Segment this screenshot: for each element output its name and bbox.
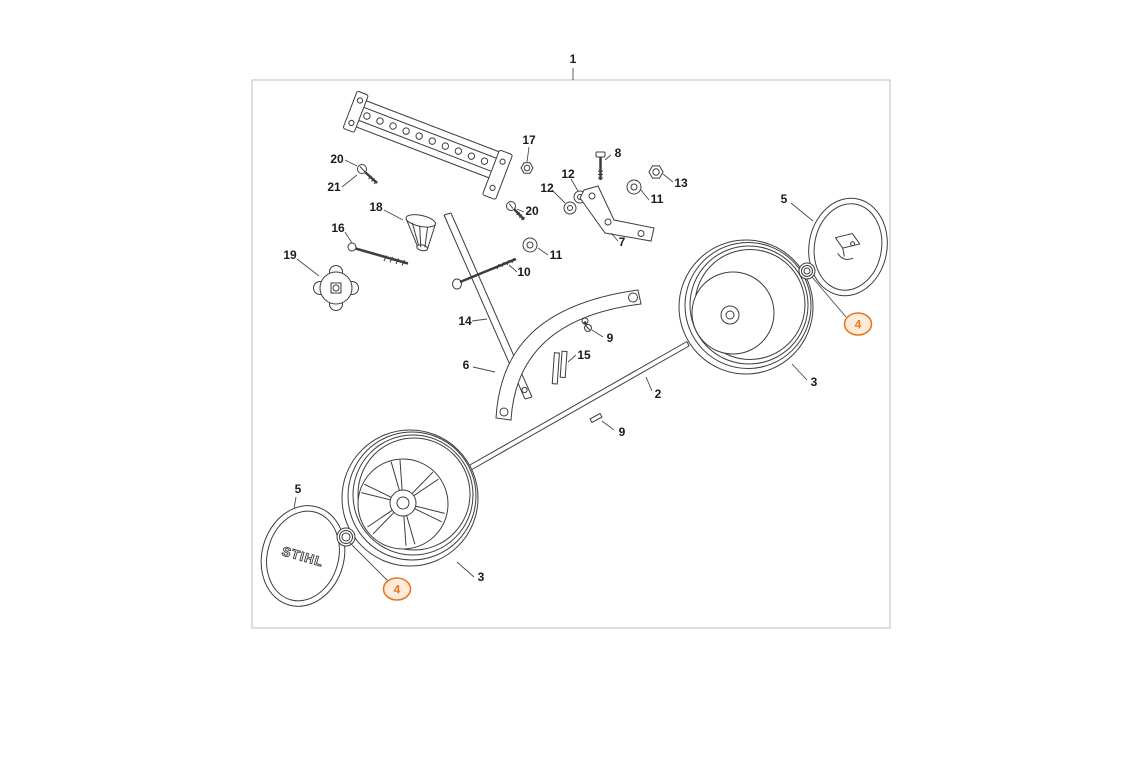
wheel-3-bottom: [341, 429, 479, 567]
callout-20-left[interactable]: 20: [330, 152, 344, 166]
screw-20-right: [506, 201, 525, 221]
callout-4-left-highlighted[interactable]: 4: [382, 577, 412, 601]
callout-18[interactable]: 18: [369, 200, 383, 214]
callout-9-lower[interactable]: 9: [619, 425, 626, 439]
knob-19: [313, 265, 359, 311]
callout-11-right[interactable]: 11: [651, 192, 664, 206]
bracket-7: [579, 185, 655, 242]
cone-18: [405, 214, 436, 252]
callout-7[interactable]: 7: [619, 235, 626, 249]
callout-10[interactable]: 10: [517, 265, 531, 279]
callout-4-left-label[interactable]: 4: [394, 583, 401, 597]
washer-11-right: [626, 179, 642, 195]
pin-9-lower: [589, 412, 603, 424]
callout-16[interactable]: 16: [331, 221, 345, 235]
callout-6[interactable]: 6: [463, 358, 470, 372]
callout-3-bottom[interactable]: 3: [478, 570, 485, 584]
callout-14[interactable]: 14: [458, 314, 472, 328]
nut-17: [520, 162, 534, 174]
washer-4-left: [336, 527, 356, 547]
callout-19[interactable]: 19: [283, 248, 297, 262]
callout-3-right[interactable]: 3: [811, 375, 818, 389]
clip-15: [551, 350, 568, 385]
leader-lines: [293, 146, 847, 582]
callout-5-left[interactable]: 5: [295, 482, 302, 496]
screw-20-left: [357, 164, 378, 185]
screw-8: [595, 151, 606, 180]
hub-cap-5-left: STIHL: [260, 505, 346, 607]
callout-4-right-highlighted[interactable]: 4: [843, 312, 873, 336]
mounting-rail: [342, 90, 513, 200]
nut-13: [648, 165, 664, 179]
washer-11-middle: [522, 237, 538, 253]
screw-9-upper: [583, 320, 592, 332]
callout-12-lower[interactable]: 12: [540, 181, 554, 195]
callout-1[interactable]: 1: [570, 52, 577, 66]
callout-9-upper[interactable]: 9: [607, 331, 614, 345]
callout-11-middle[interactable]: 11: [550, 248, 563, 262]
bolt-10: [452, 257, 517, 290]
callout-15[interactable]: 15: [577, 348, 591, 362]
callout-5-right[interactable]: 5: [781, 192, 788, 206]
callout-12-upper[interactable]: 12: [561, 167, 575, 181]
callout-4-right-label[interactable]: 4: [855, 318, 862, 332]
callout-17[interactable]: 17: [522, 133, 536, 147]
washer-4-right: [798, 262, 816, 280]
callout-8[interactable]: 8: [615, 146, 622, 160]
callouts: 1 20 21 17 8 12 12 11 13 20 7 5 3 18 16 …: [283, 52, 873, 601]
callout-13[interactable]: 13: [674, 176, 688, 190]
curved-arm-6: [495, 289, 642, 421]
hub-cap-5-right: [808, 197, 888, 297]
callout-20-right[interactable]: 20: [525, 204, 539, 218]
wheel-3-right: [678, 239, 814, 375]
callout-21[interactable]: 21: [327, 180, 341, 194]
bolt-16: [347, 242, 409, 266]
callout-2[interactable]: 2: [655, 387, 662, 401]
